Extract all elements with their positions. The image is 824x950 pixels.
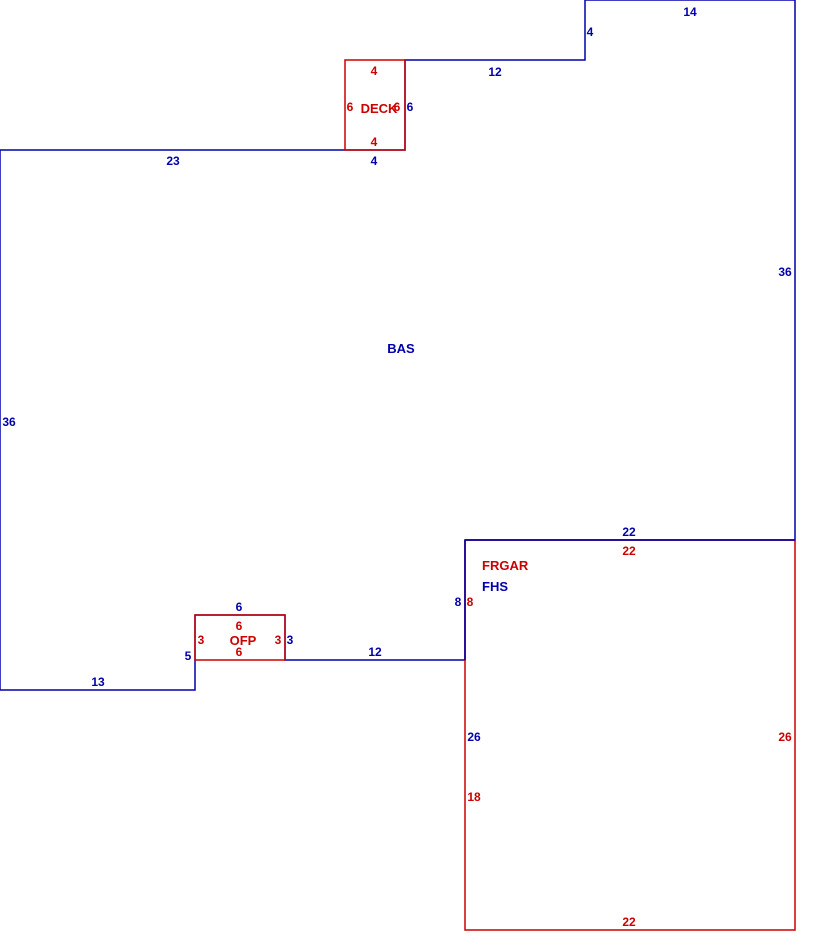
dim-label: 26 xyxy=(467,730,481,744)
dim-label: 4 xyxy=(371,154,378,168)
dim-label: 5 xyxy=(185,649,192,663)
dim-label: 3 xyxy=(275,633,282,647)
dim-label: 6 xyxy=(347,100,354,114)
dim-label: 4 xyxy=(371,64,378,78)
dim-label: 14 xyxy=(683,5,697,19)
dim-label: 8 xyxy=(455,595,462,609)
dim-label: 23 xyxy=(166,154,180,168)
dim-label: 12 xyxy=(368,645,382,659)
dim-label: 6 xyxy=(407,100,414,114)
dim-label: 12 xyxy=(488,65,502,79)
dim-label: 4 xyxy=(587,25,594,39)
dim-label: 6 xyxy=(236,600,243,614)
dim-label: 3 xyxy=(287,633,294,647)
deck-outline xyxy=(344,59,406,151)
dim-label: 18 xyxy=(467,790,481,804)
area-label-frgar: FRGAR xyxy=(482,558,529,573)
dim-label: 6 xyxy=(236,619,243,633)
ofp-outline xyxy=(194,614,286,661)
dim-label: 36 xyxy=(778,265,792,279)
dim-label: 26 xyxy=(778,730,792,744)
dim-label: 6 xyxy=(394,100,401,114)
dim-label: 13 xyxy=(91,675,105,689)
dim-label: 3 xyxy=(198,633,205,647)
dim-label: 4 xyxy=(371,135,378,149)
dim-label: 8 xyxy=(467,595,474,609)
dim-label: 22 xyxy=(622,525,636,539)
dim-label: 6 xyxy=(236,645,243,659)
area-label-fhs: FHS xyxy=(482,579,508,594)
dim-label: 22 xyxy=(622,544,636,558)
area-label-deck: DECK xyxy=(361,101,398,116)
area-label-ofp: OFP xyxy=(230,633,257,648)
area-label-bas: BAS xyxy=(387,341,415,356)
dim-label: 36 xyxy=(2,415,16,429)
dim-label: 22 xyxy=(622,915,636,929)
garage-outline xyxy=(464,539,796,931)
